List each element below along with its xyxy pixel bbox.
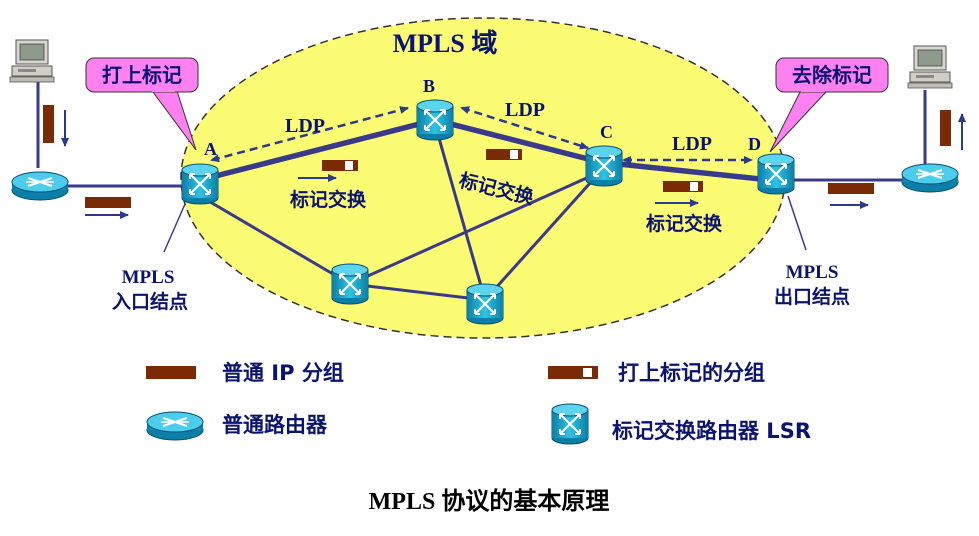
computer-icon xyxy=(907,45,953,89)
plain-packet-egress xyxy=(828,183,874,209)
figure-caption: MPLS 协议的基本原理 xyxy=(369,487,610,515)
callout-ingress xyxy=(85,57,199,151)
domain-title: MPLS 域 xyxy=(393,29,498,58)
swap-label-cd: 标记交换 xyxy=(646,212,723,235)
swap-label-ab: 标记交换 xyxy=(290,188,367,211)
lsr-icon xyxy=(415,98,455,142)
router-icon xyxy=(146,411,204,441)
legend-plain-packet-swatch xyxy=(146,366,196,379)
legend-labeled-packet: 打上标记的分组 xyxy=(618,361,765,385)
labeled-packet-cd xyxy=(663,181,703,192)
labeled-packet-ab xyxy=(322,160,358,171)
ingress-label-line1: MPLS xyxy=(122,267,175,288)
lsr-icon xyxy=(756,152,796,196)
computer-icon xyxy=(9,39,55,83)
lsr-icon xyxy=(330,262,370,306)
lsr-icon xyxy=(180,162,220,206)
mesh-links xyxy=(199,123,602,302)
labeled-packet-bc xyxy=(486,149,522,160)
ldp-signaling xyxy=(210,106,753,164)
legend-labeled-packet-swatch xyxy=(548,366,598,379)
egress-pointer xyxy=(787,195,807,251)
egress-label-line2: 出口结点 xyxy=(774,285,850,308)
ldp-label-bc: LDP xyxy=(505,99,545,121)
legend-plain-router: 普通路由器 xyxy=(222,413,328,437)
lsr-icon xyxy=(584,144,624,188)
plain-packet-ingress-vertical xyxy=(43,105,69,147)
legend: 普通 IP 分组 打上标记的分组 普通路由器 标记交换路由器 LSR xyxy=(146,361,811,446)
callout-egress-label: 去除标记 xyxy=(792,63,872,87)
ingress-pointer xyxy=(163,203,186,253)
legend-plain-packet: 普通 IP 分组 xyxy=(222,361,344,385)
node-label-a: A xyxy=(204,139,217,159)
lsr-icon xyxy=(465,282,505,326)
node-label-d: D xyxy=(748,134,761,154)
node-label-c: C xyxy=(600,122,613,142)
callout-egress xyxy=(769,57,889,153)
callout-ingress-label: 打上标记 xyxy=(102,63,182,87)
lsr-icon xyxy=(550,402,590,446)
ingress-label-line2: 入口结点 xyxy=(112,290,188,313)
plain-packet-ingress xyxy=(85,197,131,219)
legend-lsr: 标记交换路由器 LSR xyxy=(612,419,811,443)
ldp-label-ab: LDP xyxy=(285,115,325,137)
plain-packet-egress-vertical xyxy=(940,110,966,150)
router-icon xyxy=(901,163,959,193)
egress-label-line1: MPLS xyxy=(786,262,839,283)
router-icon xyxy=(11,171,69,201)
node-label-b: B xyxy=(423,76,435,96)
ldp-label-cd: LDP xyxy=(672,133,712,155)
